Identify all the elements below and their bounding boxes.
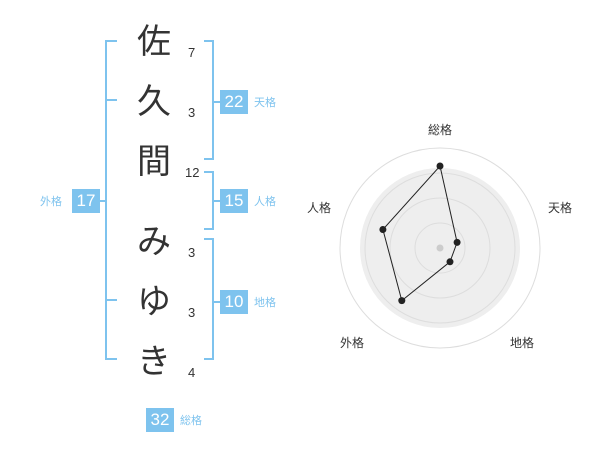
radar-axis-label-jinkaku: 人格 [307, 201, 332, 215]
radar-point-5 [379, 226, 387, 233]
radar-axis-label-chikaku: 地格 [510, 336, 535, 350]
radar-point-2 [453, 238, 461, 246]
gaikaku-label: 外格 [40, 195, 62, 208]
radar-ring-1 [414, 222, 466, 274]
stroke-count-5: 3 [188, 305, 196, 320]
stroke-count-2: 3 [188, 105, 196, 120]
radar-point-3 [446, 258, 454, 266]
radar-chart [339, 147, 541, 349]
name-char-3: 間 [137, 142, 171, 182]
name-char-5: ゆ [137, 282, 171, 322]
stroke-count-6: 4 [188, 365, 196, 380]
jinkaku-bracket [204, 171, 214, 230]
chikaku-bracket [204, 238, 214, 360]
tenkaku-bracket [204, 40, 214, 160]
soukaku-badge: 32 [146, 408, 174, 432]
name-char-2: 久 [137, 82, 171, 122]
name-char-6: き [137, 342, 171, 382]
soukaku-label: 総格 [180, 414, 202, 427]
radar-point-1 [436, 162, 444, 170]
tenkaku-label: 天格 [254, 96, 276, 109]
tenkaku-badge: 22 [220, 90, 248, 114]
radar-axis-label-tenkaku: 天格 [548, 201, 573, 215]
radar-point-4 [398, 297, 406, 305]
radar-axis-label-soukaku: 総格 [428, 123, 453, 137]
gaikaku-bracket [105, 40, 117, 360]
radar-value-polygon [382, 164, 458, 302]
gaikaku-badge: 17 [72, 189, 100, 213]
jinkaku-label: 人格 [254, 195, 276, 208]
name-char-1: 佐 [137, 22, 171, 62]
stroke-count-1: 7 [188, 45, 196, 60]
chikaku-label: 地格 [254, 296, 276, 309]
radar-ring-4 [339, 147, 541, 349]
stroke-count-4: 3 [188, 245, 196, 260]
jinkaku-badge: 15 [220, 189, 248, 213]
radar-ring-2 [389, 197, 491, 299]
name-char-4: み [137, 222, 171, 262]
chikaku-badge: 10 [220, 290, 248, 314]
radar-ring-3 [364, 172, 516, 324]
bracket-lines [100, 40, 220, 360]
stroke-count-3: 12 [185, 165, 200, 180]
radar-axis-label-gaikaku: 外格 [340, 336, 365, 350]
radar-center-dot [436, 244, 444, 252]
